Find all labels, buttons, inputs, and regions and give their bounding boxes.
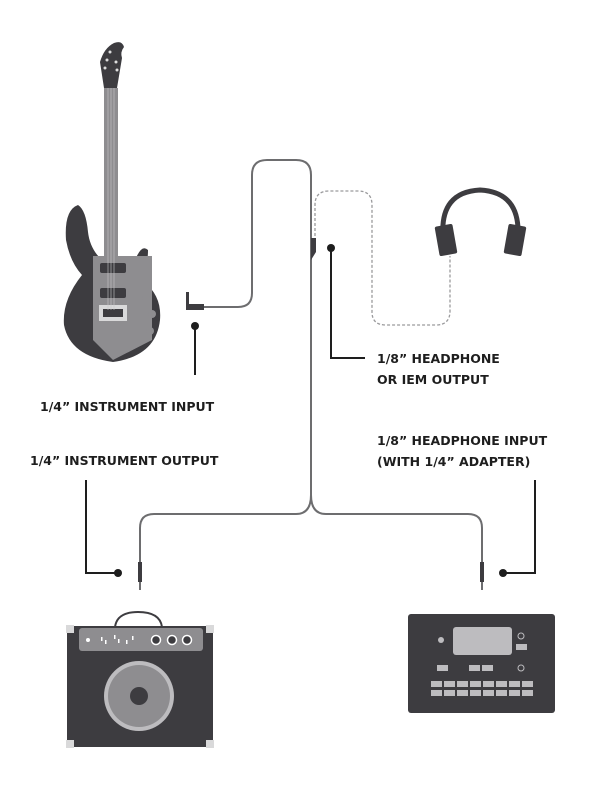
multi-effects-unit-icon (408, 614, 555, 713)
right-angle-plug-icon (186, 292, 204, 310)
headphones-icon (434, 187, 527, 257)
amp-plug-icon (138, 562, 142, 582)
headphone-input-leader (499, 480, 536, 577)
amplifier-icon (66, 610, 214, 748)
guitar-icon (63, 42, 161, 362)
instrument-input-leader (191, 322, 199, 375)
headphone-output-label-line1: 1/8” HEADPHONE (377, 351, 500, 366)
headphone-jack-icon (311, 238, 316, 260)
device-plug-icon (480, 562, 484, 582)
instrument-input-label: 1/4” INSTRUMENT INPUT (40, 399, 215, 414)
instrument-cable (139, 159, 312, 590)
headphone-input-label-line1: 1/8” HEADPHONE INPUT (377, 433, 548, 448)
headphone-input-label-line2: (WITH 1/4” ADAPTER) (377, 454, 530, 469)
headphone-output-label-line2: OR IEM OUTPUT (377, 372, 489, 387)
headphone-output-leader (327, 244, 365, 359)
instrument-output-label: 1/4” INSTRUMENT OUTPUT (30, 453, 219, 468)
headphone-cable (314, 190, 451, 326)
instrument-output-leader (85, 480, 122, 577)
